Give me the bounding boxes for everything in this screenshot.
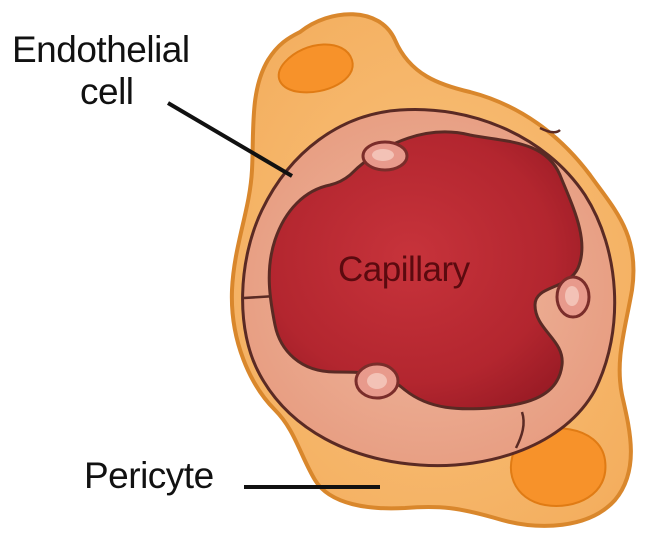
endothelial-cell-label-line1: Endothelial xyxy=(12,30,190,70)
capillary-label: Capillary xyxy=(338,250,470,290)
pericyte-label: Pericyte xyxy=(84,456,214,496)
endothelial-nucleus-right xyxy=(557,277,589,317)
endothelial-nucleus-bottom xyxy=(356,364,398,398)
endothelial-nucleus-top xyxy=(363,142,407,170)
endothelial-cell-label-line2: cell xyxy=(80,72,134,112)
